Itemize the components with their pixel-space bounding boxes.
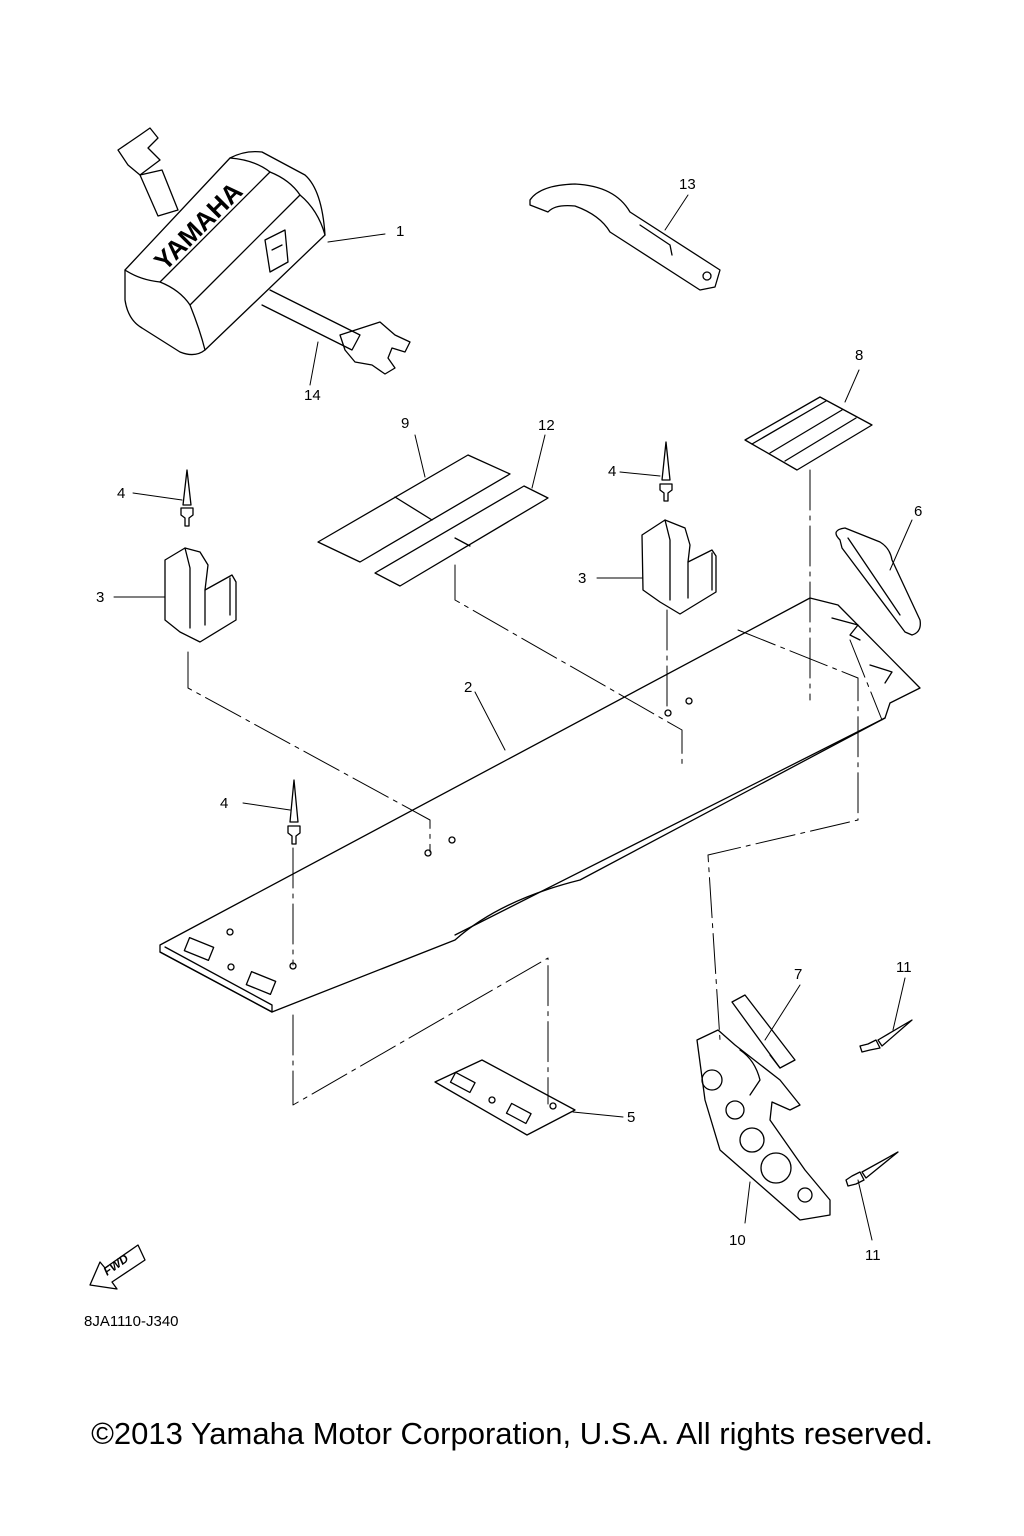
callout-7: 7 xyxy=(794,966,802,983)
plate-5-part xyxy=(434,1059,576,1136)
spanner-wrench-part xyxy=(529,183,721,291)
leader-lines xyxy=(187,469,883,1106)
forward-label: FWD xyxy=(101,1251,132,1278)
callout-9: 9 xyxy=(401,415,409,432)
bracket-plate-part xyxy=(696,1029,831,1221)
callout-3-left: 3 xyxy=(96,589,104,606)
main-plate-part xyxy=(159,597,921,1013)
callout-1: 1 xyxy=(396,223,404,240)
callout-4-left: 4 xyxy=(117,485,125,502)
callout-6: 6 xyxy=(914,503,922,520)
label-parts xyxy=(317,454,549,587)
callout-2: 2 xyxy=(464,679,472,696)
callout-8: 8 xyxy=(855,347,863,364)
diagram-code: 8JA1110-J340 xyxy=(84,1313,179,1330)
callout-arrows xyxy=(113,194,913,1241)
callout-10: 10 xyxy=(729,1232,746,1249)
rivet-parts xyxy=(180,441,913,1187)
callout-4-right: 4 xyxy=(608,463,616,480)
forward-arrow-icon xyxy=(89,1244,146,1290)
copyright-notice: ©2013 Yamaha Motor Corporation, U.S.A. A… xyxy=(91,1416,933,1451)
block-part xyxy=(731,994,796,1069)
callout-4-bottom: 4 xyxy=(220,795,228,812)
bracket-right-part xyxy=(641,519,717,615)
callout-5: 5 xyxy=(627,1109,635,1126)
callout-11-bottom: 11 xyxy=(865,1247,881,1264)
callout-3-right: 3 xyxy=(578,570,586,587)
callout-13: 13 xyxy=(679,176,696,193)
callout-14: 14 xyxy=(304,387,321,404)
pad-part xyxy=(744,396,873,471)
callout-11-top: 11 xyxy=(896,959,912,976)
callout-12: 12 xyxy=(538,417,555,434)
storage-bag-part xyxy=(117,127,411,375)
bracket-left-part xyxy=(164,547,237,643)
wire-clip-part xyxy=(835,527,921,636)
